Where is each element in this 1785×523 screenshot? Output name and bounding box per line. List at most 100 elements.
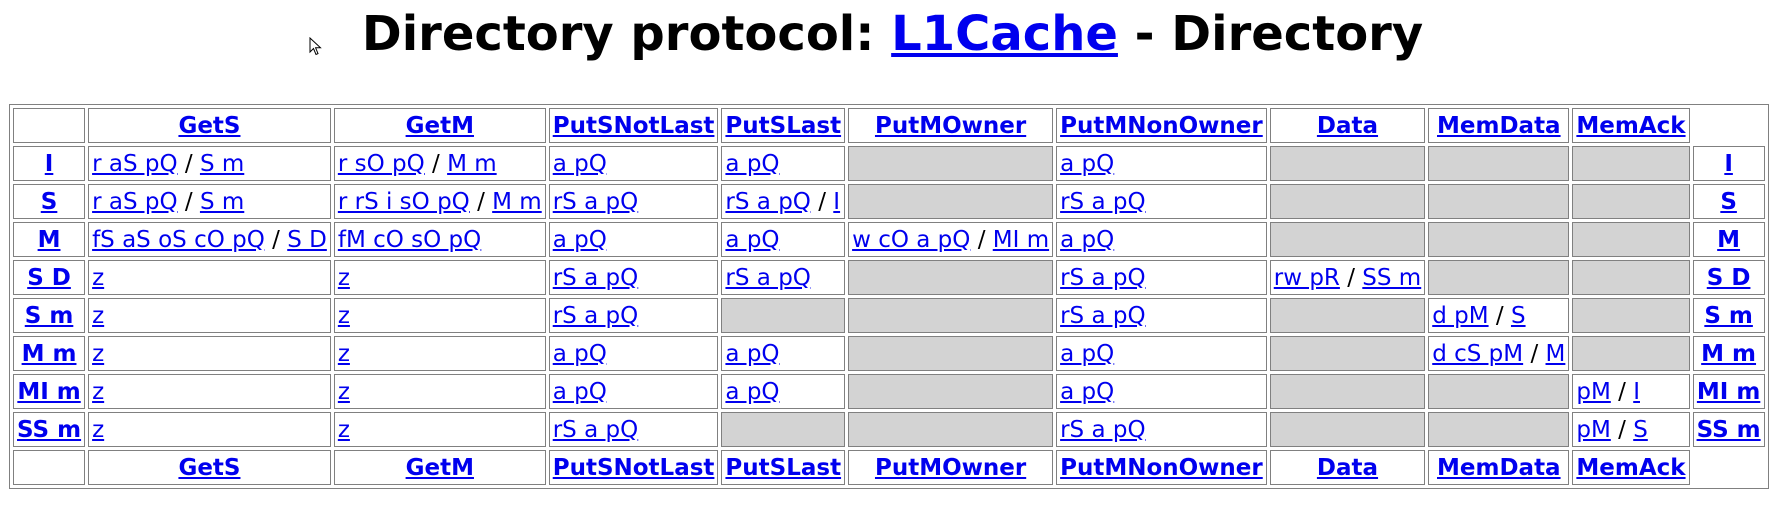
action-link[interactable]: rS a pQ [725, 264, 811, 291]
transition-cell[interactable]: a pQ [548, 374, 719, 409]
event-link-memack[interactable]: MemAck [1576, 112, 1686, 139]
next-state-link[interactable]: I [833, 188, 841, 215]
action-link[interactable]: a pQ [725, 150, 780, 177]
action-link[interactable]: a pQ [1060, 378, 1115, 405]
transition-cell[interactable]: fM cO sO pQ [333, 222, 546, 257]
transition-cell[interactable]: rS a pQ [721, 260, 846, 295]
event-link-data[interactable]: Data [1316, 112, 1379, 139]
state-link[interactable]: I [1724, 150, 1733, 177]
event-link-putmnonowner[interactable]: PutMNonOwner [1060, 112, 1263, 139]
transition-cell[interactable]: rS a pQ [1056, 412, 1267, 447]
event-link-getm[interactable]: GetM [405, 112, 474, 139]
transition-cell[interactable]: r aS pQ / S m [88, 184, 331, 219]
state-link[interactable]: SS m [17, 416, 82, 443]
action-link[interactable]: a pQ [725, 340, 780, 367]
action-link[interactable]: fS aS oS cO pQ [92, 226, 265, 253]
action-link[interactable]: a pQ [552, 340, 607, 367]
transition-cell[interactable]: a pQ [721, 146, 846, 181]
event-link-putsnotlast[interactable]: PutSNotLast [552, 112, 715, 139]
action-link[interactable]: r rS i sO pQ [337, 188, 470, 215]
action-link[interactable]: rS a pQ [725, 188, 811, 215]
transition-cell[interactable]: z [88, 336, 331, 371]
state-link[interactable]: S D [1706, 264, 1751, 291]
transition-cell[interactable]: a pQ [721, 336, 846, 371]
action-link[interactable]: a pQ [1060, 226, 1115, 253]
next-state-link[interactable]: M m [492, 188, 542, 215]
event-link-putmowner[interactable]: PutMOwner [874, 112, 1027, 139]
action-link[interactable]: rw pR [1273, 264, 1340, 291]
transition-cell[interactable]: a pQ [1056, 374, 1267, 409]
transition-cell[interactable]: d pM / S [1428, 298, 1570, 333]
next-state-link[interactable]: S [1633, 416, 1648, 443]
action-link[interactable]: a pQ [1060, 150, 1115, 177]
state-link[interactable]: M [1717, 226, 1741, 253]
transition-cell[interactable]: a pQ [548, 336, 719, 371]
transition-cell[interactable]: a pQ [721, 222, 846, 257]
transition-cell[interactable]: rS a pQ [548, 260, 719, 295]
action-link[interactable]: z [337, 264, 350, 291]
next-state-link[interactable]: S m [199, 188, 245, 215]
transition-cell[interactable]: rS a pQ [548, 298, 719, 333]
transition-cell[interactable]: a pQ [1056, 146, 1267, 181]
next-state-link[interactable]: S D [287, 226, 327, 253]
transition-cell[interactable]: z [88, 298, 331, 333]
transition-cell[interactable]: pM / I [1572, 374, 1690, 409]
state-link[interactable]: SS m [1696, 416, 1761, 443]
state-link[interactable]: S m [24, 302, 74, 329]
transition-cell[interactable]: a pQ [1056, 336, 1267, 371]
action-link[interactable]: rS a pQ [552, 416, 639, 443]
transition-cell[interactable]: z [333, 374, 546, 409]
action-link[interactable]: a pQ [725, 378, 780, 405]
action-link[interactable]: a pQ [725, 226, 780, 253]
action-link[interactable]: r aS pQ [92, 188, 178, 215]
event-link-putsnotlast[interactable]: PutSNotLast [552, 454, 715, 481]
l1cache-link[interactable]: L1Cache [891, 6, 1118, 62]
action-link[interactable]: rS a pQ [552, 188, 639, 215]
transition-cell[interactable]: a pQ [1056, 222, 1267, 257]
action-link[interactable]: pM [1576, 416, 1611, 443]
next-state-link[interactable]: I [1633, 378, 1640, 405]
state-link[interactable]: M m [21, 340, 77, 367]
action-link[interactable]: a pQ [552, 378, 607, 405]
transition-cell[interactable]: rS a pQ [1056, 260, 1267, 295]
action-link[interactable]: rS a pQ [1060, 302, 1146, 329]
action-link[interactable]: a pQ [552, 150, 607, 177]
action-link[interactable]: rS a pQ [552, 264, 639, 291]
action-link[interactable]: fM cO sO pQ [337, 226, 482, 253]
next-state-link[interactable]: S [1510, 302, 1526, 329]
event-link-memdata[interactable]: MemData [1437, 454, 1561, 481]
state-link[interactable]: M m [1701, 340, 1757, 367]
transition-cell[interactable]: r sO pQ / M m [333, 146, 546, 181]
state-link[interactable]: S [40, 188, 58, 215]
event-link-gets[interactable]: GetS [178, 112, 241, 139]
transition-cell[interactable]: z [333, 298, 546, 333]
transition-cell[interactable]: z [88, 260, 331, 295]
event-link-memack[interactable]: MemAck [1576, 454, 1686, 481]
action-link[interactable]: a pQ [552, 226, 607, 253]
event-link-getm[interactable]: GetM [405, 454, 474, 481]
transition-cell[interactable]: a pQ [548, 222, 719, 257]
next-state-link[interactable]: S m [199, 150, 245, 177]
transition-cell[interactable]: fS aS oS cO pQ / S D [88, 222, 331, 257]
transition-cell[interactable]: w cO a pQ / MI m [848, 222, 1054, 257]
event-link-putslast[interactable]: PutSLast [725, 112, 842, 139]
transition-cell[interactable]: z [333, 260, 546, 295]
transition-cell[interactable]: z [333, 336, 546, 371]
transition-cell[interactable]: a pQ [721, 374, 846, 409]
event-link-data[interactable]: Data [1316, 454, 1379, 481]
state-link[interactable]: S m [1704, 302, 1753, 329]
action-link[interactable]: rS a pQ [1060, 416, 1146, 443]
action-link[interactable]: z [337, 302, 350, 329]
transition-cell[interactable]: r aS pQ / S m [88, 146, 331, 181]
transition-cell[interactable]: z [88, 374, 331, 409]
action-link[interactable]: z [92, 378, 105, 405]
transition-cell[interactable]: pM / S [1572, 412, 1690, 447]
next-state-link[interactable]: M m [447, 150, 497, 177]
event-link-putmnonowner[interactable]: PutMNonOwner [1060, 454, 1263, 481]
state-link[interactable]: M [37, 226, 61, 253]
action-link[interactable]: z [337, 340, 350, 367]
action-link[interactable]: r aS pQ [92, 150, 178, 177]
state-link[interactable]: S D [27, 264, 71, 291]
transition-cell[interactable]: rS a pQ [1056, 298, 1267, 333]
action-link[interactable]: z [337, 378, 350, 405]
